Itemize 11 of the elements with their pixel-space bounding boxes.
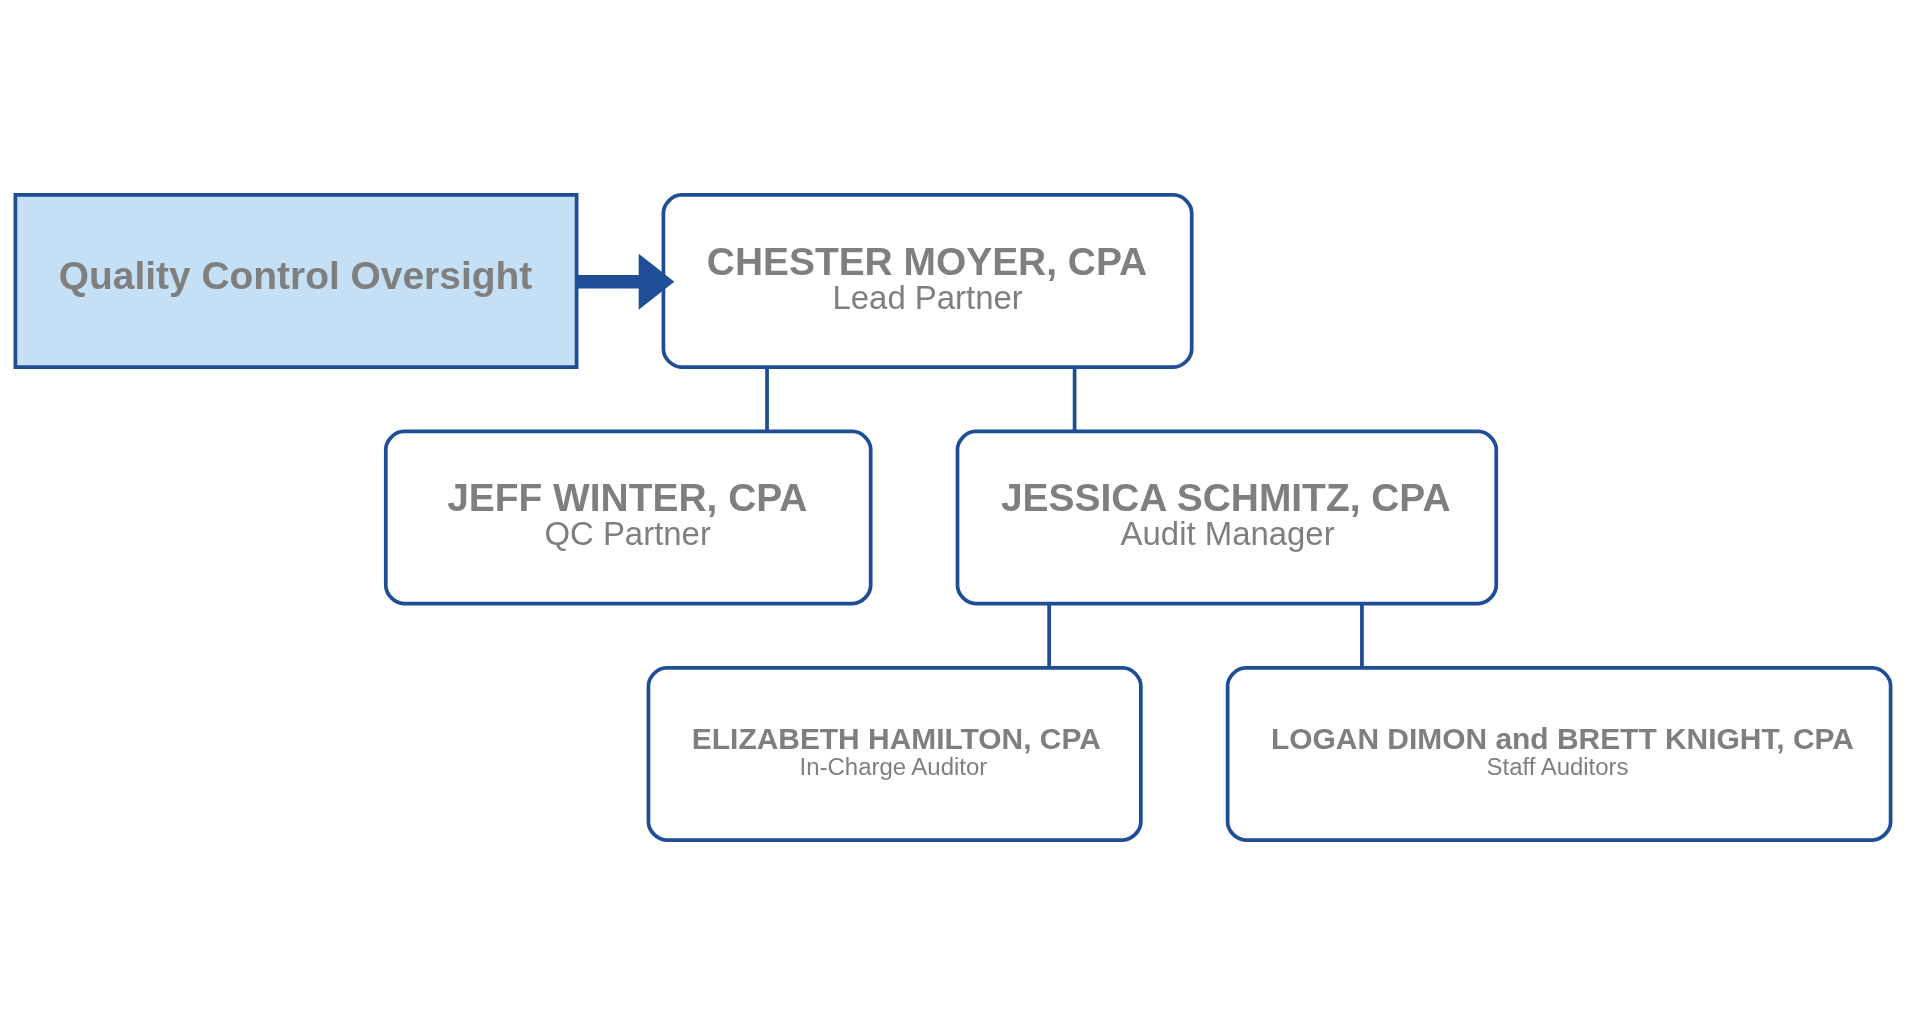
connector bbox=[1360, 603, 1364, 668]
connector bbox=[1072, 367, 1077, 431]
node-box: LOGAN DIMON and BRETT KNIGHT, CPA Staff Auditors bbox=[1225, 665, 1893, 842]
node-box: JESSICA SCHMITZ, CPA Audit Manager bbox=[955, 429, 1499, 605]
node-box: CHESTER MOYER, CPA Lead Partner bbox=[661, 192, 1194, 369]
arrow bbox=[576, 253, 675, 310]
connector bbox=[1047, 603, 1052, 668]
node-box: Quality Control Oversight bbox=[13, 192, 579, 369]
node-box: JEFF WINTER, CPA QC Partner bbox=[383, 429, 873, 605]
node-box: ELIZABETH HAMILTON, CPA In-Charge Auditor bbox=[646, 665, 1143, 842]
connector bbox=[765, 367, 769, 431]
